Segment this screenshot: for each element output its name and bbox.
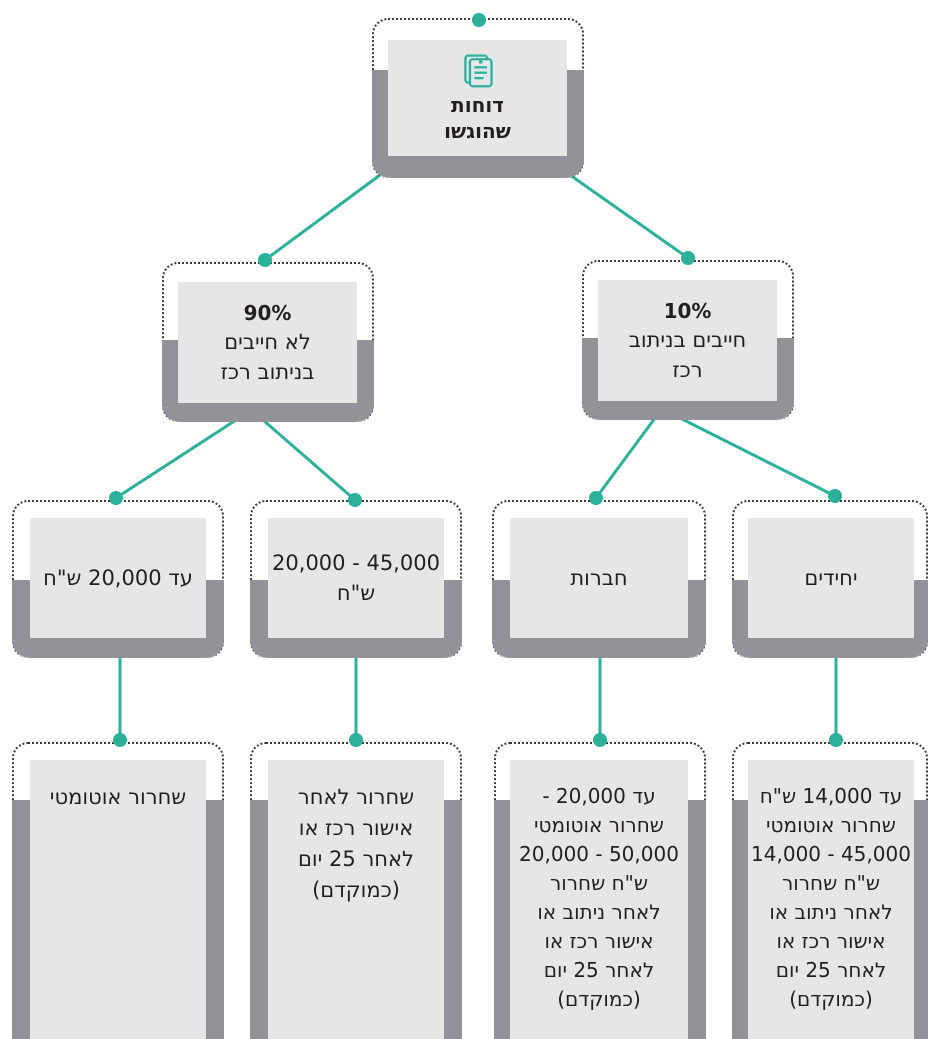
level2-a-dot [109,491,123,505]
level3-c-line3: 20,000 - 50,000 [519,842,679,866]
level3-d-line3: 14,000 - 45,000 [751,842,911,866]
level3-c-line6: אישור רכז או [544,929,654,953]
level3-c-line5: לאחר ניתוב או [537,900,661,924]
level1-right-box: 10% חייבים בניתוב רכז [598,280,777,401]
level3-d-line2: שחרור אוטומטי [766,813,896,837]
level3-d-line7: לאחר 25 יום [775,958,887,982]
level3-c-box: עד 20,000 - שחרור אוטומטי 20,000 - 50,00… [510,760,688,1039]
level3-c-line1: עד 20,000 - [542,784,656,808]
level3-a-dot [113,733,127,747]
level3-d-line8: (כמוקדם) [789,987,873,1011]
level3-a-box: שחרור אוטומטי [30,760,206,1039]
level3-c-line8: (כמוקדם) [557,987,641,1011]
level2-d-box: יחידים [748,518,914,638]
level3-b-dot [349,733,363,747]
level2-a-box: עד 20,000 ש"ח [30,518,206,638]
level1-left-line2: בניתוב רכז [220,359,315,384]
level2-b-dot [348,493,362,507]
level3-b-line2: אישור רכז או [298,816,414,840]
level2-c-box: חברות [510,518,688,638]
level3-d-line5: לאחר ניתוב או [769,900,893,924]
level3-b-line1: שחרור לאחר [297,785,415,809]
level1-right-percent: 10% [663,298,712,323]
level1-left-line1: לא חייבים [224,329,311,354]
level2-b-line1: 20,000 - 45,000 [272,551,440,575]
level3-b-line4: (כמוקדם) [312,878,400,902]
level3-c-line7: לאחר 25 יום [543,958,655,982]
level3-b-box: שחרור לאחר אישור רכז או לאחר 25 יום (כמו… [268,760,444,1039]
level2-d-dot [828,489,842,503]
level2-b-box: 20,000 - 45,000 ש"ח [268,518,444,638]
level3-c-line4: ש"ח שחרור [549,871,649,895]
level1-right-line1: חייבים בניתוב [628,327,747,352]
root-dot [472,13,486,27]
root-title-line2: שהוגשו [444,119,511,143]
level2-c-label: חברות [570,566,628,590]
level3-d-line6: אישור רכז או [776,929,886,953]
level1-right-dot [681,251,695,265]
level1-left-dot [258,253,272,267]
level3-d-line1: עד 14,000 ש"ח [759,784,903,808]
level3-b-line3: לאחר 25 יום [298,847,414,871]
level1-right-line2: רכז [672,357,703,382]
level1-left-percent: 90% [243,300,292,325]
level1-left-box: 90% לא חייבים בניתוב רכז [178,282,357,403]
document-icon [463,54,493,88]
root-title-line1: דוחות [451,93,504,117]
level3-a-line1: שחרור אוטומטי [49,785,187,809]
level2-b-line2: ש"ח [336,581,376,605]
level2-c-dot [589,491,603,505]
root-box: דוחות שהוגשו [388,40,567,156]
level3-d-line4: ש"ח שחרור [781,871,881,895]
level3-c-line2: שחרור אוטומטי [534,813,664,837]
level3-d-box: עד 14,000 ש"ח שחרור אוטומטי 14,000 - 45,… [748,760,914,1039]
level2-a-label: עד 20,000 ש"ח [43,566,193,590]
level3-d-dot [829,733,843,747]
level3-c-dot [593,733,607,747]
level2-d-label: יחידים [804,566,858,590]
